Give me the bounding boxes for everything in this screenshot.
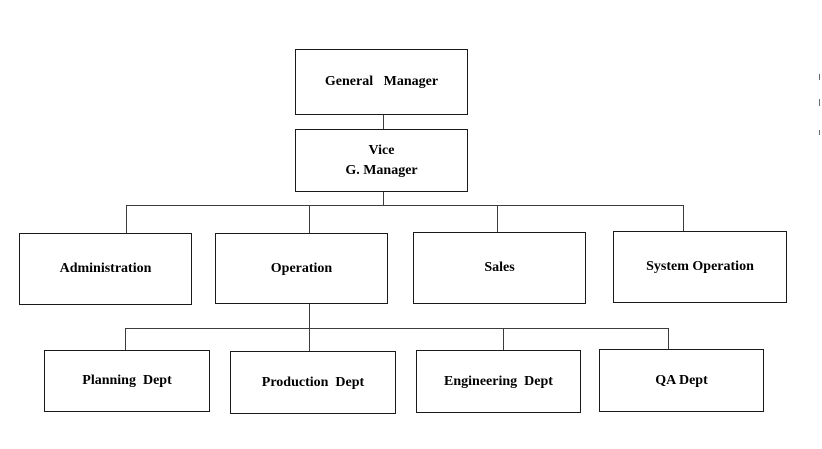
connector-operation xyxy=(309,205,310,234)
administration-label: Administration xyxy=(59,261,152,276)
connector-planning xyxy=(125,328,126,351)
connector-sales xyxy=(497,205,498,233)
operation-box: Operation xyxy=(215,233,388,304)
connector-operation-down xyxy=(309,303,310,329)
production-dept-box: Production Dept xyxy=(230,351,396,414)
edge-mark xyxy=(819,74,820,80)
connector-engineering xyxy=(503,328,504,351)
operation-label: Operation xyxy=(270,260,333,276)
connector-unit-bus xyxy=(125,328,669,329)
connector-production xyxy=(309,328,310,352)
engineering-dept-label: Engineering Dept xyxy=(444,373,553,389)
connector-qa xyxy=(668,328,669,350)
sales-label: Sales xyxy=(484,260,515,275)
edge-mark xyxy=(819,130,820,135)
connector-administration xyxy=(126,205,127,234)
sales-box: Sales xyxy=(413,232,586,304)
system-operation-box: System Operation xyxy=(613,231,787,303)
general-manager-box: General Manager xyxy=(295,49,468,115)
planning-dept-box: Planning Dept xyxy=(44,350,210,412)
connector-dept-bus xyxy=(126,205,684,206)
edge-mark xyxy=(819,99,820,106)
engineering-dept-box: Engineering Dept xyxy=(416,350,581,413)
connector-vice-down xyxy=(383,191,384,206)
qa-dept-label: QA Dept xyxy=(655,372,708,388)
vice-label-line2: G. Manager xyxy=(345,162,418,178)
connector-system-operation xyxy=(683,205,684,232)
connector-gm-vice xyxy=(383,114,384,130)
system-operation-label: System Operation xyxy=(646,259,754,274)
vice-label-line1: Vice xyxy=(368,142,395,158)
general-manager-label: General Manager xyxy=(324,74,439,89)
vice-general-manager-box: Vice G. Manager xyxy=(295,129,468,192)
administration-box: Administration xyxy=(19,233,192,305)
production-dept-label: Production Dept xyxy=(261,374,365,390)
qa-dept-box: QA Dept xyxy=(599,349,764,412)
planning-dept-label: Planning Dept xyxy=(82,373,172,388)
